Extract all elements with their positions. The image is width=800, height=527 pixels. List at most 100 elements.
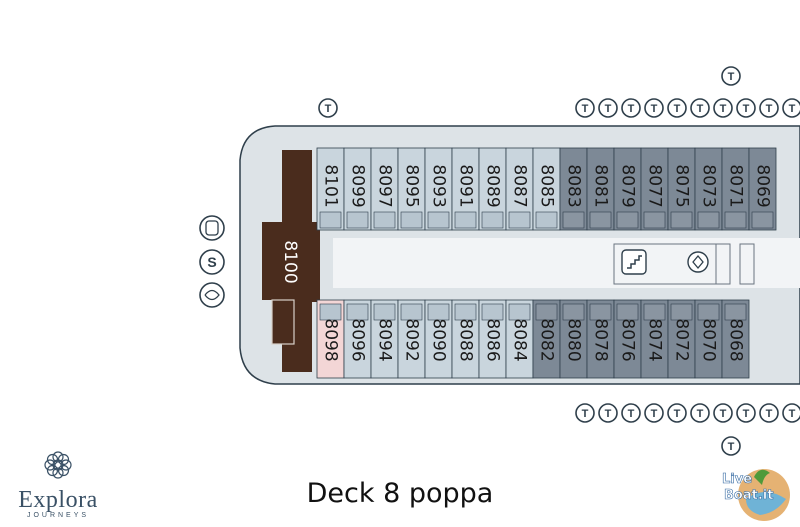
- toilet-t-icon: T: [759, 403, 779, 423]
- cabin-8077[interactable]: 8077: [640, 147, 669, 231]
- cabin-8096[interactable]: 8096: [343, 299, 372, 379]
- svg-text:T: T: [728, 441, 735, 453]
- svg-text:T: T: [651, 103, 658, 115]
- cabin-8086[interactable]: 8086: [478, 299, 507, 379]
- cabin-8071[interactable]: 8071: [721, 147, 750, 231]
- cabin-number: 8090: [429, 318, 449, 361]
- svg-text:T: T: [605, 103, 612, 115]
- cabin-8092[interactable]: 8092: [397, 299, 426, 379]
- cabin-number: 8076: [618, 318, 638, 361]
- cabin-8098[interactable]: 8098: [316, 299, 345, 379]
- deck-title: Deck 8 poppa: [306, 478, 494, 509]
- cabin-8069[interactable]: 8069: [748, 147, 777, 231]
- svg-text:T: T: [789, 103, 796, 115]
- cabin-number: 8095: [402, 164, 422, 207]
- elevator-icon: [687, 251, 709, 273]
- svg-text:T: T: [728, 71, 735, 83]
- cabin-8088[interactable]: 8088: [451, 299, 480, 379]
- cabin-number: 8099: [348, 164, 368, 207]
- cabin-number: 8098: [321, 318, 341, 361]
- cabin-number: 8080: [564, 318, 584, 361]
- cabin-number: 8094: [375, 318, 395, 361]
- cabin-8095[interactable]: 8095: [397, 147, 426, 231]
- cabin-8082[interactable]: 8082: [532, 299, 561, 379]
- stairs-icon: [621, 249, 647, 275]
- flower-logo-icon: [44, 451, 72, 479]
- cabin-8074[interactable]: 8074: [640, 299, 669, 379]
- toilet-t-icon: T: [690, 403, 710, 423]
- toilet-t-icon: T: [713, 98, 733, 118]
- svg-text:T: T: [720, 103, 727, 115]
- cabin-8083[interactable]: 8083: [559, 147, 588, 231]
- cabin-number: 8101: [321, 164, 341, 207]
- cabin-number: 8075: [672, 164, 692, 207]
- toilet-t-icon: T: [621, 98, 641, 118]
- cabin-number: 8074: [645, 318, 665, 361]
- svg-text:S: S: [207, 254, 216, 270]
- svg-text:Boat.it: Boat.it: [724, 488, 773, 503]
- svg-text:T: T: [743, 408, 750, 420]
- cabin-number: 8088: [456, 318, 476, 361]
- toilet-t-icon: T: [782, 403, 800, 423]
- cabin-8101[interactable]: 8101: [316, 147, 345, 231]
- svg-text:T: T: [743, 103, 750, 115]
- cabin-number: 8081: [591, 164, 611, 207]
- cabin-number: 8077: [645, 164, 665, 207]
- cabin-8093[interactable]: 8093: [424, 147, 453, 231]
- cabin-number: 8083: [564, 164, 584, 207]
- cabin-8094[interactable]: 8094: [370, 299, 399, 379]
- cabin-8078[interactable]: 8078: [586, 299, 615, 379]
- cabin-8081[interactable]: 8081: [586, 147, 615, 231]
- toilet-t-icon: T: [759, 98, 779, 118]
- cabin-8072[interactable]: 8072: [667, 299, 696, 379]
- cabin-number: 8068: [726, 318, 746, 361]
- s-letter-icon: [199, 249, 225, 275]
- brand-tagline: JOURNEYS: [26, 512, 90, 519]
- brand-name: Explora: [18, 487, 98, 513]
- cabin-number: 8070: [699, 318, 719, 361]
- cabin-8073[interactable]: 8073: [694, 147, 723, 231]
- suite-balcony: [271, 299, 295, 345]
- svg-text:T: T: [582, 408, 589, 420]
- cabin-8075[interactable]: 8075: [667, 147, 696, 231]
- cabin-8068[interactable]: 8068: [721, 299, 750, 379]
- cabin-number: 8087: [510, 164, 530, 207]
- toilet-t-icon: T: [721, 66, 741, 86]
- cabin-8099[interactable]: 8099: [343, 147, 372, 231]
- cabin-8070[interactable]: 8070: [694, 299, 723, 379]
- cabin-8087[interactable]: 8087: [505, 147, 534, 231]
- suite-8100[interactable]: [262, 150, 320, 372]
- cabin-8076[interactable]: 8076: [613, 299, 642, 379]
- cabin-number: 8086: [483, 318, 503, 361]
- toilet-t-icon: T: [667, 98, 687, 118]
- cabin-number: 8071: [726, 164, 746, 207]
- svg-text:T: T: [697, 408, 704, 420]
- svg-text:Live: Live: [722, 472, 752, 487]
- svg-text:T: T: [766, 103, 773, 115]
- cabin-number: 8092: [402, 318, 422, 361]
- cabin-8097[interactable]: 8097: [370, 147, 399, 231]
- liveboat-watermark: Live Boat.it: [722, 469, 790, 521]
- toilet-t-icon: T: [782, 98, 800, 118]
- sauna-icon: [199, 282, 225, 308]
- toilet-t-icon: T: [644, 403, 664, 423]
- brand-logo: Explora JOURNEYS: [4, 448, 112, 519]
- svg-text:T: T: [605, 408, 612, 420]
- cabin-number: 8096: [348, 318, 368, 361]
- svg-text:T: T: [674, 103, 681, 115]
- cabin-number: 8085: [537, 164, 557, 207]
- stair-lobby: [613, 243, 755, 285]
- svg-text:T: T: [628, 408, 635, 420]
- svg-text:T: T: [720, 408, 727, 420]
- side-icons: S: [199, 215, 225, 308]
- cabin-8084[interactable]: 8084: [505, 299, 534, 379]
- cabin-8091[interactable]: 8091: [451, 147, 480, 231]
- cabin-8089[interactable]: 8089: [478, 147, 507, 231]
- cabin-8079[interactable]: 8079: [613, 147, 642, 231]
- cabin-8080[interactable]: 8080: [559, 299, 588, 379]
- cabin-8090[interactable]: 8090: [424, 299, 453, 379]
- cabin-8085[interactable]: 8085: [532, 147, 561, 231]
